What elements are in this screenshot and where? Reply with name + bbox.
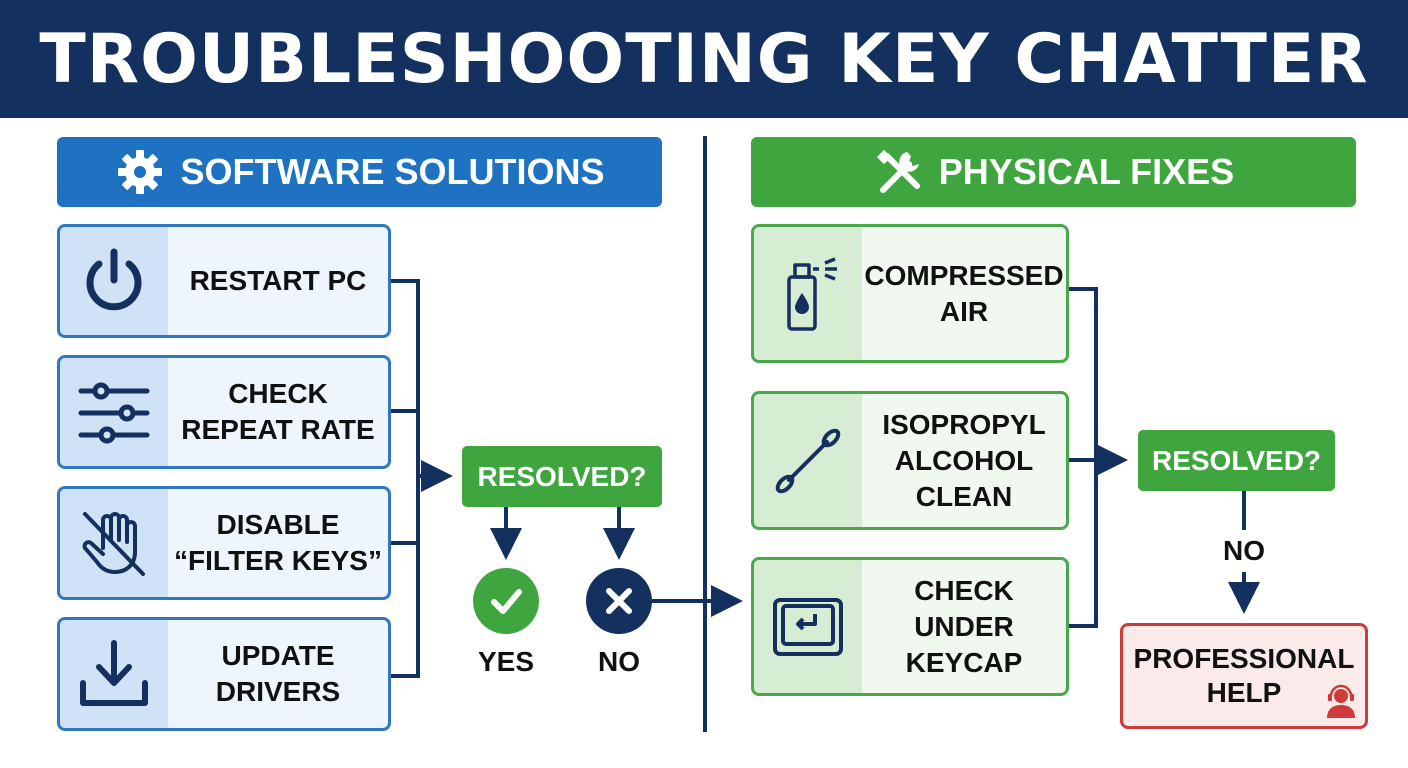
decision-label: RESOLVED? (477, 460, 647, 492)
step-isopropyl-alcohol-clean: ISOPROPYL ALCOHOL CLEAN (751, 391, 1069, 530)
center-divider (703, 136, 707, 732)
step-label: DISABLE “FILTER KEYS” (174, 509, 382, 576)
step-check-under-keycap: CHECK UNDER KEYCAP (751, 557, 1069, 696)
step-label: ISOPROPYL ALCOHOL CLEAN (882, 408, 1046, 512)
hand-off-icon (82, 512, 145, 576)
physical-no-label: NO (1223, 535, 1265, 566)
keycap-icon (773, 597, 843, 656)
step-label: COMPRESSED AIR (864, 259, 1064, 327)
gear-icon (118, 150, 163, 194)
professional-help-box: PROFESSIONAL HELP (1120, 623, 1368, 729)
step-label: RESTART PC (189, 265, 367, 296)
step-label: UPDATE DRIVERS (215, 640, 341, 707)
cotton-swab-icon (775, 428, 841, 493)
sliders-icon (78, 382, 150, 444)
physical-fixes-header: PHYSICAL FIXES (751, 137, 1356, 207)
software-resolved-decision: RESOLVED? (462, 446, 662, 507)
professional-help-label: PROFESSIONAL HELP (1133, 643, 1355, 708)
title-bar: TROUBLESHOOTING KEY CHATTER (0, 0, 1408, 118)
software-solutions-header: SOFTWARE SOLUTIONS (57, 137, 662, 207)
physical-resolved-decision: RESOLVED? (1138, 430, 1335, 491)
no-label: NO (598, 646, 640, 677)
step-update-drivers: UPDATE DRIVERS (57, 617, 391, 731)
power-icon (86, 248, 142, 311)
tools-icon (876, 149, 920, 193)
step-label: CHECK UNDER KEYCAP (905, 574, 1023, 678)
step-disable-filter-keys: DISABLE “FILTER KEYS” (57, 486, 391, 600)
step-check-repeat-rate: CHECK REPEAT RATE (57, 355, 391, 469)
spray-can-icon (787, 256, 837, 331)
step-compressed-air: COMPRESSED AIR (751, 224, 1069, 363)
close-icon (606, 588, 632, 614)
support-agent-icon (1327, 684, 1355, 718)
page-title: TROUBLESHOOTING KEY CHATTER (39, 19, 1369, 99)
check-icon (491, 589, 522, 614)
yes-outcome (473, 568, 539, 634)
download-icon (80, 640, 148, 706)
software-header-label: SOFTWARE SOLUTIONS (180, 151, 605, 192)
step-label: CHECK REPEAT RATE (181, 378, 375, 445)
physical-header-label: PHYSICAL FIXES (938, 151, 1235, 192)
no-outcome (586, 568, 652, 634)
decision-label: RESOLVED? (1151, 444, 1322, 476)
yes-label: YES (477, 646, 535, 677)
step-restart-pc: RESTART PC (57, 224, 391, 338)
